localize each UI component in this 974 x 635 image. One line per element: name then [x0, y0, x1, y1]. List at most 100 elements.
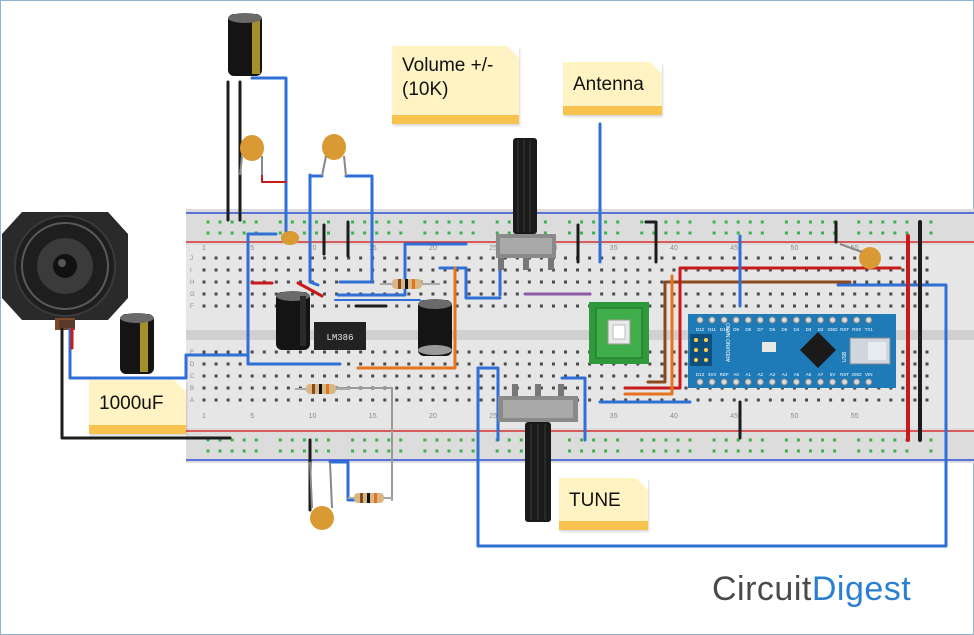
breadboard-hole	[624, 256, 628, 260]
breadboard-hole	[672, 362, 676, 366]
breadboard-hole	[744, 256, 748, 260]
ceramic-capacitor-1	[239, 135, 264, 176]
breadboard-hole	[624, 374, 628, 378]
breadboard-hole	[467, 350, 471, 354]
rail-hole	[423, 438, 427, 442]
breadboard-hole	[564, 362, 567, 366]
rail-hole	[905, 220, 909, 224]
rail-hole	[881, 220, 885, 224]
row-letter: I	[190, 268, 192, 274]
breadboard-hole	[467, 268, 471, 272]
nano-pin-label: GND	[828, 327, 839, 332]
rail-hole	[688, 231, 692, 235]
breadboard-hole	[576, 304, 580, 308]
breadboard-hole	[250, 256, 254, 260]
note-fold	[650, 62, 662, 74]
rail-hole	[435, 231, 439, 235]
rail-hole	[507, 231, 511, 235]
ceramic-capacitor-2	[321, 134, 347, 177]
breadboard-hole	[901, 374, 905, 378]
rail-hole	[459, 231, 463, 235]
breadboard-hole	[564, 280, 567, 284]
breadboard-hole	[443, 268, 447, 272]
antenna-note: Antenna	[563, 62, 662, 115]
electrolytic-capacitor-left	[276, 291, 310, 350]
rail-hole	[580, 438, 584, 442]
breadboard-hole	[576, 386, 580, 390]
breadboard-hole	[744, 398, 748, 402]
rail-hole	[580, 231, 584, 235]
rail-hole	[929, 449, 933, 453]
rail-hole	[760, 231, 764, 235]
nano-pin	[865, 316, 873, 324]
breadboard-hole	[479, 386, 483, 390]
rail-hole	[592, 220, 596, 224]
nano-pin	[780, 378, 788, 386]
rail-hole	[664, 449, 668, 453]
breadboard-hole	[443, 386, 447, 390]
breadboard-hole	[214, 350, 218, 354]
nano-pin	[853, 316, 861, 324]
breadboard-hole	[515, 362, 519, 366]
rail-hole	[519, 449, 523, 453]
rail-hole	[278, 220, 282, 224]
breadboard-hole	[226, 362, 230, 366]
rail-hole	[242, 438, 246, 442]
nano-pin	[708, 378, 716, 386]
nano-pin	[732, 316, 740, 324]
column-number-top: 35	[610, 245, 618, 252]
ceramic-capacitor-bottom	[309, 461, 334, 530]
rail-hole	[736, 449, 740, 453]
breadboard-hole	[732, 268, 736, 272]
rail-hole	[314, 438, 318, 442]
capacitor-1000uf	[120, 313, 154, 374]
breadboard-hole	[600, 292, 604, 296]
column-number-top: 5	[250, 245, 254, 252]
breadboard-hole	[431, 292, 435, 296]
nano-pin-label: D7	[757, 327, 763, 332]
rail-hole	[423, 449, 427, 453]
breadboard-hole	[792, 268, 796, 272]
breadboard-hole	[503, 386, 507, 390]
breadboard-hole	[576, 268, 580, 272]
breadboard-hole	[515, 374, 519, 378]
logo-part-2: Digest	[811, 570, 912, 608]
breadboard-hole	[238, 386, 242, 390]
rail-hole	[784, 220, 788, 224]
breadboard-hole	[708, 256, 712, 260]
breadboard-hole	[407, 292, 411, 296]
rail-hole	[676, 220, 680, 224]
breadboard-hole	[443, 398, 447, 402]
rail-hole	[314, 449, 318, 453]
breadboard-hole	[539, 386, 543, 390]
breadboard-hole	[407, 268, 411, 272]
breadboard-hole	[624, 280, 628, 284]
nano-pin	[756, 316, 764, 324]
rail-hole	[748, 231, 752, 235]
rail-hole	[471, 438, 475, 442]
breadboard-hole	[250, 350, 254, 354]
breadboard-hole	[636, 268, 640, 272]
rail-hole	[327, 438, 330, 442]
tune-note-text: TUNE	[569, 490, 621, 511]
rail-hole	[664, 438, 668, 442]
breadboard-hole	[913, 292, 917, 296]
breadboard-hole	[503, 374, 507, 378]
rail-hole	[929, 231, 933, 235]
rail-hole	[652, 231, 656, 235]
breadboard-hole	[527, 374, 531, 378]
nano-pin	[817, 316, 824, 324]
breadboard-hole	[648, 292, 652, 296]
breadboard-hole	[467, 280, 471, 284]
breadboard-hole	[744, 292, 748, 296]
breadboard-hole	[877, 292, 881, 296]
row-letter: C	[190, 374, 195, 380]
nano-pin-label: D6	[769, 327, 775, 332]
breadboard-hole	[913, 268, 917, 272]
breadboard-hole	[359, 350, 363, 354]
breadboard-hole	[672, 350, 676, 354]
rail-hole	[652, 449, 656, 453]
breadboard-hole	[889, 292, 893, 296]
breadboard-hole	[503, 350, 507, 354]
